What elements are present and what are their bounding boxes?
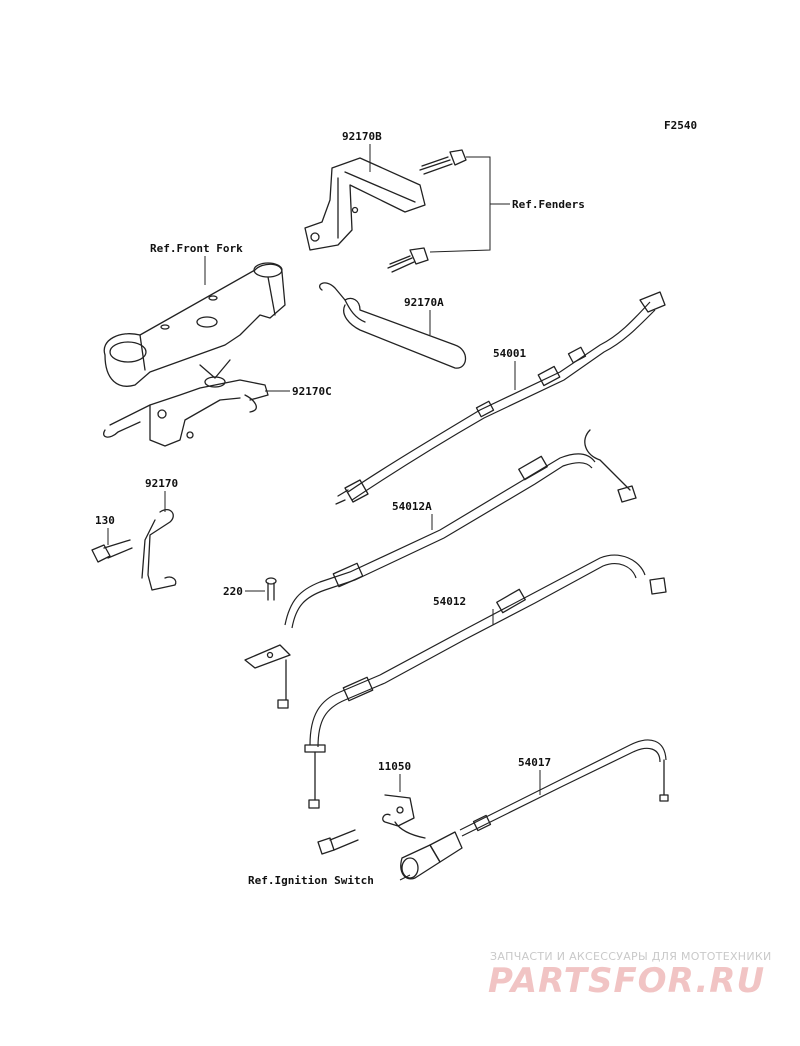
label-54001: 54001 [493,347,526,360]
label-130: 130 [95,514,115,527]
label-92170b: 92170B [342,130,382,143]
bolt-11050 [317,829,359,855]
fork-top-bracket [103,262,286,387]
label-ref-fenders: Ref.Fenders [512,198,585,211]
label-220: 220 [223,585,243,598]
bolt-130 [91,539,133,563]
label-92170a: 92170A [404,296,444,309]
figure-code: F2540 [664,119,697,132]
leader-fenders [429,156,491,253]
watermark-tagline: ЗАПЧАСТИ И АКСЕССУАРЫ ДЛЯ МОТОТЕХНИКИ [490,950,772,963]
bracket-11050 [382,794,426,839]
label-54012a: 54012A [392,500,432,513]
bolt-upper [419,149,467,175]
screw-220 [265,577,277,601]
cable-54012 [304,554,667,809]
label-ref-ignition-switch: Ref.Ignition Switch [248,874,374,887]
label-54012: 54012 [433,595,466,608]
clamp-92170 [141,508,177,591]
leader-ignition [399,874,411,881]
label-ref-front-fork: Ref.Front Fork [150,242,243,255]
label-54017: 54017 [518,756,551,769]
label-92170: 92170 [145,477,178,490]
bracket-92170b [304,157,426,251]
cable-54012a [244,429,637,709]
bolt-lower [387,247,429,273]
clamp-92170a [319,282,467,369]
watermark-logo: PARTSFOR.RU [488,961,765,1001]
label-92170c: 92170C [292,385,332,398]
label-11050: 11050 [378,760,411,773]
cable-54017 [400,739,669,880]
holder-92170c [103,359,269,447]
cable-54001 [335,291,666,505]
